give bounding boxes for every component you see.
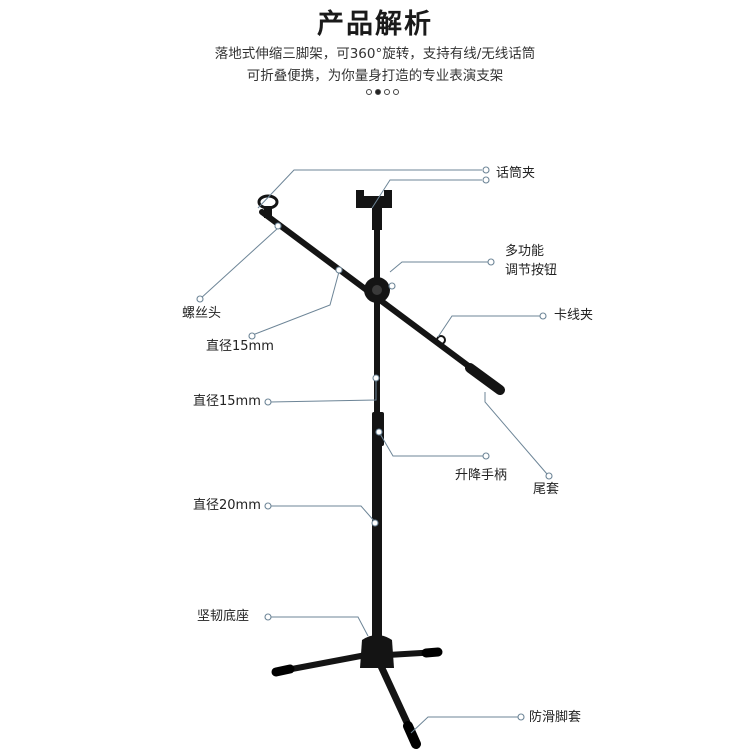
callout-lines — [199, 169, 548, 734]
upper-tube — [374, 205, 380, 415]
label-antislip-foot: 防滑脚套 — [529, 710, 582, 725]
pager-dot-3[interactable] — [384, 89, 390, 95]
label-multi-knob-line2: 调节按钮 — [505, 263, 558, 278]
label-mic-clip: 话筒夹 — [496, 166, 536, 181]
label-tail-cap: 尾套 — [533, 482, 560, 497]
pager-dot-1[interactable] — [366, 89, 372, 95]
label-lower-diameter: 直径20mm — [193, 498, 261, 513]
label-sturdy-base: 坚韧底座 — [197, 609, 250, 624]
base-hub — [360, 635, 394, 668]
pager-dot-4[interactable] — [393, 89, 399, 95]
label-lift-handle: 升降手柄 — [455, 468, 508, 483]
boom-tail-cap — [465, 363, 505, 395]
subtitle-line-1: 落地式伸缩三脚架，可360°旋转，支持有线/无线话筒 — [214, 46, 536, 62]
label-boom-diameter: 直径15mm — [206, 339, 274, 354]
lower-tube — [372, 444, 382, 640]
carousel-pager[interactable] — [366, 89, 399, 95]
callout-screw-head-top — [257, 169, 482, 209]
callout-base — [270, 616, 369, 637]
subtitle-line-2: 可折叠便携，为你量身打造的专业表演支架 — [246, 68, 504, 84]
mic-stand — [257, 190, 505, 749]
callout-boom-diameter — [249, 267, 341, 337]
label-screw-head: 螺丝头 — [182, 306, 222, 321]
callout-lift-handle — [378, 431, 484, 457]
callout-lower-diameter — [270, 505, 376, 523]
callout-upper-diameter — [269, 378, 377, 403]
callout-cable-clip — [437, 315, 540, 338]
callout-endpoints — [196, 166, 553, 721]
callout-screw-head — [199, 227, 279, 300]
callout-foot — [410, 716, 518, 734]
label-upper-diameter: 直径15mm — [193, 394, 261, 409]
callout-tail-cap — [484, 392, 548, 475]
label-multi-knob-line1: 多功能 — [505, 244, 545, 259]
page-title: 产品解析 — [317, 9, 433, 40]
cable-clip — [436, 335, 446, 345]
pager-dot-2[interactable] — [375, 89, 381, 95]
label-cable-clip: 卡线夹 — [554, 308, 594, 323]
callout-mic-clip — [371, 179, 482, 209]
callout-multi-knob — [389, 261, 488, 273]
mic-clip — [356, 196, 392, 208]
